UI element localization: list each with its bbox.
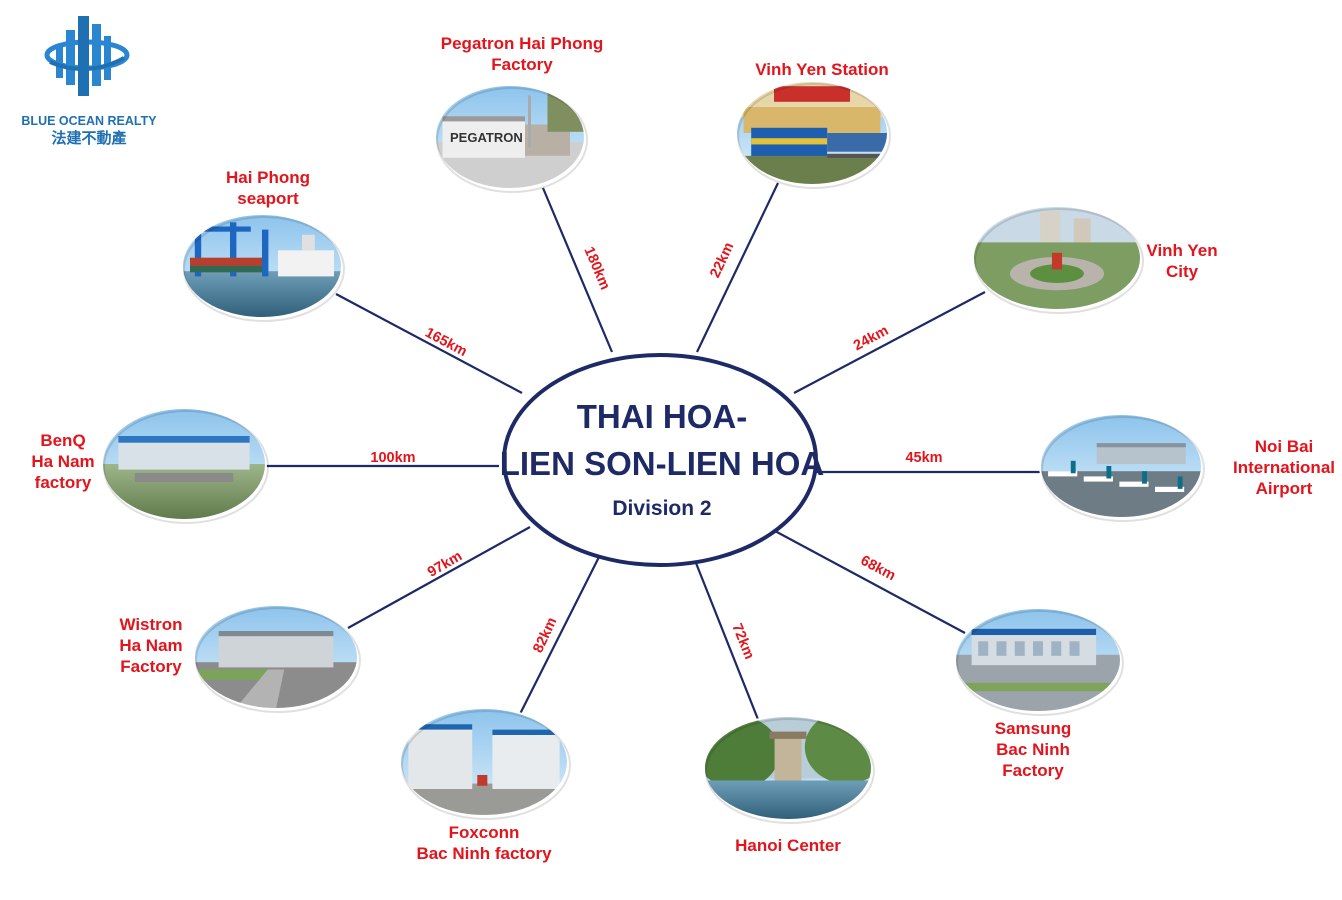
connector-hai-phong-port [335, 293, 523, 394]
connector-pegatron [541, 187, 614, 353]
photo-samsung [954, 607, 1124, 716]
center-title-line2: LIEN SON-LIEN HOA [500, 445, 825, 482]
photo-benq [101, 407, 269, 524]
place-label-line: Foxconn [449, 823, 520, 842]
brand-cjk-name: 法建不動產 [51, 129, 126, 147]
photo-pegatron: PEGATRON [434, 84, 588, 193]
place-label-line: Ha Nam [31, 452, 94, 471]
distance-label-hai-phong-port: 165km [422, 325, 469, 360]
place-label-line: Noi Bai [1255, 437, 1314, 456]
photo-vinh-yen-station [735, 80, 891, 189]
center-node: THAI HOA- LIEN SON-LIEN HOA Division 2 [500, 353, 825, 567]
center-title-line1: THAI HOA- [577, 398, 747, 435]
connector-foxconn [517, 556, 600, 719]
place-label-line: Airport [1256, 479, 1313, 498]
photo-noi-bai [1039, 413, 1205, 522]
photo-hai-phong-port [181, 213, 345, 322]
place-label-line: seaport [237, 189, 299, 208]
distance-label-vinh-yen-station: 22km [707, 240, 737, 280]
place-label-benq: BenQ Ha Nam factory [31, 431, 94, 492]
place-label-hanoi: Hanoi Center [735, 836, 841, 855]
distance-label-benq: 100km [370, 450, 415, 466]
brand-name: BLUE OCEAN REALTY [21, 114, 157, 128]
place-label-line: Vinh Yen [1146, 241, 1217, 260]
place-label-hai-phong-port: Hai Phong seaport [226, 168, 310, 208]
distance-label-noi-bai: 45km [905, 450, 942, 466]
connector-hanoi [694, 562, 765, 733]
connector-vinh-yen-city [793, 291, 986, 394]
place-label-line: Hanoi Center [735, 836, 841, 855]
connector-vinh-yen-station [696, 182, 779, 353]
place-label-line: Factory [1002, 761, 1064, 780]
photo-vinh-yen-city [972, 205, 1144, 314]
place-label-line: BenQ [40, 431, 85, 450]
place-label-line: Ha Nam [119, 636, 182, 655]
building-globe-icon [44, 16, 130, 96]
place-label-line: City [1166, 262, 1199, 281]
place-label-line: Wistron [119, 615, 182, 634]
svg-text:PEGATRON: PEGATRON [450, 130, 523, 145]
distance-label-wistron: 97km [425, 548, 465, 580]
center-ellipse [502, 353, 818, 567]
distance-label-vinh-yen-city: 24km [851, 323, 891, 355]
place-label-vinh-yen-station: Vinh Yen Station [755, 60, 889, 79]
place-label-line: Samsung [995, 719, 1072, 738]
brand-logo: BLUE OCEAN REALTY 法建不動產 [21, 16, 157, 147]
photo-hanoi [703, 715, 875, 824]
connector-lines [266, 182, 1042, 733]
photo-wistron [193, 604, 361, 713]
place-label-line: factory [35, 473, 92, 492]
center-subtitle: Division 2 [612, 497, 711, 520]
place-label-line: Vinh Yen Station [755, 60, 889, 79]
connector-samsung [774, 530, 966, 634]
place-label-line: Pegatron Hai Phong [441, 34, 603, 53]
photo-foxconn [399, 707, 571, 820]
place-label-line: Factory [120, 657, 182, 676]
connector-wistron [347, 526, 531, 629]
distance-label-pegatron: 180km [580, 245, 612, 293]
place-label-line: Bac Ninh factory [416, 844, 552, 863]
place-label-line: Hai Phong [226, 168, 310, 187]
place-label-line: Bac Ninh [996, 740, 1070, 759]
distance-label-foxconn: 82km [530, 615, 560, 655]
place-label-line: International [1233, 458, 1335, 477]
place-label-line: Factory [491, 55, 553, 74]
